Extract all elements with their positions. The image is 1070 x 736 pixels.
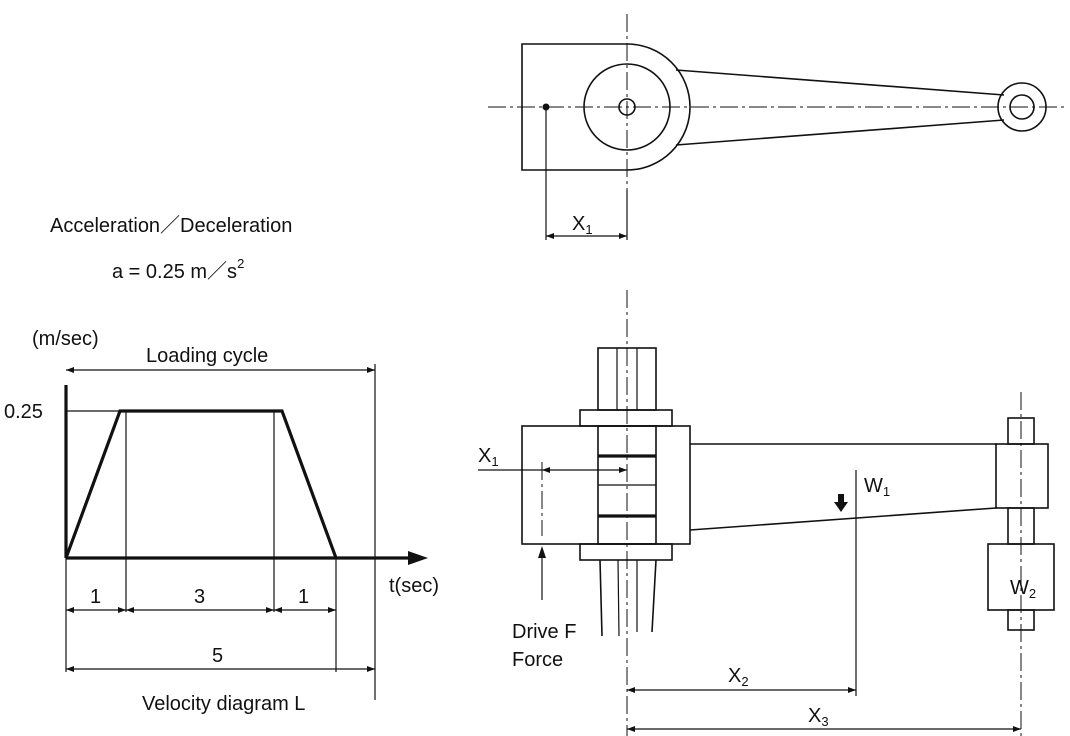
w2-label: W2: [1010, 577, 1036, 601]
peak-value-label: 0.25: [4, 401, 43, 423]
end-boss: [995, 443, 1049, 509]
top-cog-dot: [542, 103, 550, 111]
time-axis-label: t(sec): [389, 575, 439, 597]
time-axis-arrowhead: [408, 551, 428, 565]
velocity-caption: Velocity diagram L: [142, 693, 305, 715]
shaft-bottom: [599, 559, 657, 637]
acceleration-block: Acceleration／Deceleration a = 0.25 m／s2: [50, 215, 292, 283]
drive-force-arrowhead: [538, 546, 546, 558]
top-end-eye-outer: [997, 82, 1047, 132]
w1-arrowhead: [834, 502, 848, 512]
acceleration-label: Acceleration／Deceleration: [50, 215, 292, 237]
top-view: X1: [488, 14, 1068, 240]
drive-force-line2: Force: [512, 649, 563, 671]
top-x1-label: X1: [572, 213, 593, 237]
top-arm-lower-edge: [675, 119, 1005, 146]
velocity-profile-line: [64, 409, 338, 559]
flange-top: [579, 409, 673, 427]
x3-label: X3: [808, 705, 829, 729]
segment-label-constant: 3: [194, 586, 205, 608]
w1-label: W1: [864, 475, 890, 499]
loading-cycle-label: Loading cycle: [146, 345, 268, 367]
flange-bottom: [579, 543, 673, 561]
top-bracket-outline: [521, 43, 691, 171]
segment-label-accel: 1: [90, 586, 101, 608]
side-view: X1 Drive F Force W1 W2 X2 X3: [478, 290, 1055, 736]
segment-arrows: [66, 607, 336, 613]
w1-arrow-shaft: [838, 494, 844, 504]
drive-force-line1: Drive F: [512, 621, 576, 643]
total-time-label: 5: [212, 645, 223, 667]
top-hub-circle: [583, 63, 671, 151]
top-hub-bore: [618, 98, 636, 116]
top-arm-upper-edge: [675, 69, 1005, 96]
segment-label-decel: 1: [298, 586, 309, 608]
velocity-unit-label: (m/sec): [32, 328, 99, 350]
top-end-eye-inner: [1009, 94, 1035, 120]
arm-bottom-edge: [689, 507, 997, 531]
velocity-diagram: (m/sec) Loading cycle 0.25 1 3 1 5 t(sec…: [4, 328, 439, 715]
side-x1-label: X1: [478, 445, 499, 469]
shaft-bottom-hatch-1: [617, 559, 620, 637]
x2-label: X2: [728, 665, 749, 689]
acceleration-formula: a = 0.25 m／s2: [112, 256, 244, 283]
